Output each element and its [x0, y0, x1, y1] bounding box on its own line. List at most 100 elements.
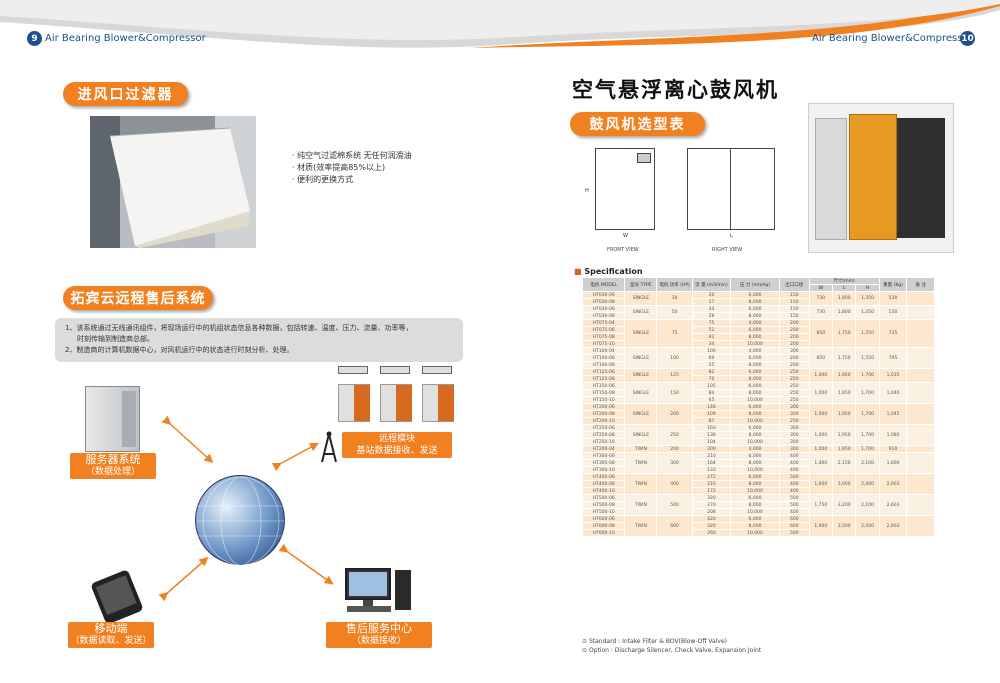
front-view-drawing: H W FRONT VIEW: [585, 143, 681, 258]
table-cell-remark: [906, 347, 935, 369]
table-cell: 200: [656, 403, 693, 425]
table-cell-remark: [906, 445, 935, 453]
right-view-label: RIGHT VIEW: [712, 247, 743, 253]
table-cell-remark: [906, 515, 935, 537]
server-image: [85, 386, 140, 452]
table-cell: 1,000: [808, 382, 834, 404]
table-cell: 42: [691, 333, 732, 341]
table-cell: 20: [691, 291, 732, 299]
table-cell: 250: [778, 375, 810, 383]
table-cell: 1,700: [855, 403, 880, 425]
table-cell: SINGLE: [624, 291, 658, 306]
service-center-label: 售后服务中心 （数据接收）: [326, 622, 432, 648]
table-cell: 735: [878, 319, 908, 348]
table-cell: 8,000: [730, 410, 780, 418]
table-cell: 136: [691, 431, 732, 439]
th-dim-l: L: [831, 284, 857, 292]
filter-section-title: 进风口过滤器: [63, 82, 188, 106]
table-cell: 8,000: [730, 480, 780, 488]
table-cell: HT300-06: [581, 452, 626, 460]
table-cell: 8,000: [730, 298, 780, 306]
table-cell: SINGLE: [624, 347, 658, 369]
table-cell: 10,000: [730, 417, 780, 425]
table-cell: 400: [778, 480, 810, 488]
table-cell: 2,100: [855, 452, 880, 474]
antenna-icon: [320, 430, 338, 464]
header-swoosh: [0, 0, 1000, 48]
table-cell: SINGLE: [624, 305, 658, 320]
table-cell: 75: [656, 319, 693, 348]
table-cell: 272: [691, 473, 732, 481]
table-cell: HT075-10: [581, 340, 626, 348]
table-cell: 270: [691, 501, 732, 509]
table-cell: 30: [656, 291, 693, 306]
table-cell: 200: [778, 333, 810, 341]
table-cell: 3,200: [831, 494, 857, 516]
table-cell: 6,000: [730, 368, 780, 376]
globe-image: [195, 475, 285, 566]
table-cell: SINGLE: [624, 368, 658, 383]
table-cell: HT100-04: [581, 347, 626, 355]
th-model: 电机 MODEL: [581, 277, 626, 292]
th-remark: 备 注: [906, 277, 935, 292]
table-cell: 109: [691, 410, 732, 418]
table-cell: 6,000: [730, 424, 780, 432]
table-cell: HT400-10: [581, 487, 626, 495]
table-cell: 8,000: [730, 522, 780, 530]
table-cell: 146: [691, 403, 732, 411]
table-cell: HT150-10: [581, 396, 626, 404]
table-cell: 300: [778, 347, 810, 355]
table-cell: 300: [778, 410, 810, 418]
th-weight: 重量 (Kg): [878, 277, 908, 292]
table-cell: 1,750: [831, 347, 857, 369]
table-cell: 6,000: [730, 403, 780, 411]
table-cell: HT030-08: [581, 298, 626, 306]
th-dimensions: 尺寸(mm): [808, 277, 880, 285]
table-cell: 1,000: [808, 368, 834, 383]
table-cell: 51: [691, 326, 732, 334]
table-cell: 320: [691, 494, 732, 502]
table-cell: 2,100: [855, 494, 880, 516]
table-cell: 600: [778, 515, 810, 523]
table-cell: HT600-06: [581, 515, 626, 523]
table-cell: 1,700: [855, 424, 880, 446]
table-cell: 28: [691, 312, 732, 320]
table-cell: 600: [778, 522, 810, 530]
table-cell: 850: [808, 319, 834, 348]
table-cell: TWIN: [624, 452, 658, 474]
filter-bullets: · 纯空气过滤棉系统 无任何润滑油 · 材质(效率提高85%以上) · 便利的更…: [292, 150, 412, 186]
table-cell: 133: [691, 466, 732, 474]
table-cell: HT075-06: [581, 326, 626, 334]
th-port: 出口口径: [778, 277, 810, 292]
table-cell: 400: [778, 459, 810, 467]
cloud-point: 2、制造商的计算机数据中心，对风机运行中的状态进行时刻分析、处理。: [65, 346, 294, 354]
table-cell: HT400-08: [581, 480, 626, 488]
table-cell: SINGLE: [624, 424, 658, 446]
table-cell: 10,000: [730, 508, 780, 516]
table-cell: 1,550: [855, 347, 880, 369]
table-cell: 250: [778, 389, 810, 397]
option-note: ⊙ Option : Discharge Silencer, Check Val…: [582, 647, 762, 654]
table-cell: SINGLE: [624, 382, 658, 404]
table-cell: TWIN: [624, 494, 658, 516]
table-cell-remark: [906, 494, 935, 516]
table-cell: HT030-06: [581, 291, 626, 299]
table-cell: 250: [778, 382, 810, 390]
table-cell: 200: [778, 340, 810, 348]
table-cell: 320: [691, 522, 732, 530]
table-cell: 400: [778, 466, 810, 474]
remote-module-label: 远程模块 基站数据接收、发送: [342, 432, 452, 458]
th-dim-h: H: [855, 284, 880, 292]
table-cell: HT200-06: [581, 403, 626, 411]
table-cell: 105: [691, 382, 732, 390]
computer-image: [345, 568, 413, 614]
table-cell: 150: [656, 382, 693, 404]
table-cell: 172: [691, 487, 732, 495]
table-cell: 50: [656, 305, 693, 320]
